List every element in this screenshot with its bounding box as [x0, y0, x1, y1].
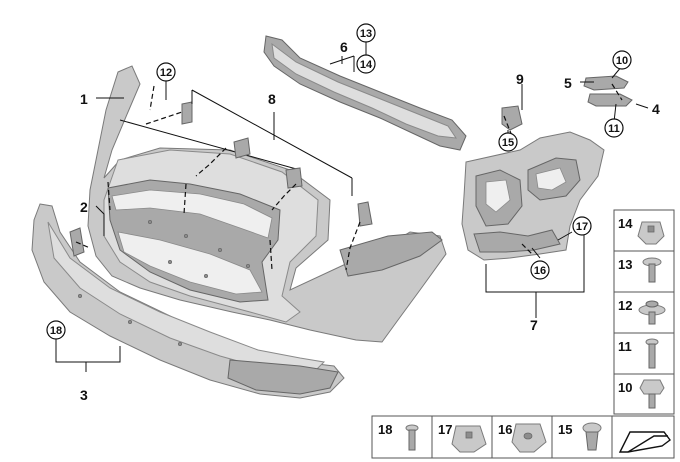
circled-callout-15: 15: [498, 132, 518, 152]
circled-callout-14: 14: [356, 54, 376, 74]
legend-18-label: 18: [378, 422, 392, 437]
dash-line: [145, 111, 183, 125]
leader-line: [485, 234, 585, 293]
leader-line: [329, 55, 355, 72]
dash-line: [195, 147, 227, 177]
svg-text:15: 15: [502, 137, 514, 149]
callout-3: 3: [80, 387, 88, 403]
svg-text:12: 12: [160, 67, 172, 79]
dash-line: [149, 85, 155, 111]
circled-callout-10: 10: [612, 50, 632, 70]
legend-16-label: 16: [498, 422, 512, 437]
hex-bolt-icon: [639, 379, 665, 409]
svg-text:17: 17: [576, 221, 588, 233]
small-bracket-4: [587, 93, 633, 107]
screw-icon: [642, 257, 662, 283]
rivet-icon: [405, 424, 419, 451]
legend-14-label: 14: [618, 216, 633, 231]
u-nut-icon: [511, 423, 547, 453]
dash-line: [75, 241, 91, 249]
legend-11-label: 11: [618, 339, 632, 354]
svg-text:10: 10: [616, 55, 628, 67]
callout-7: 7: [530, 317, 538, 333]
callout-6: 6: [340, 39, 348, 55]
dash-line: [345, 221, 361, 271]
legend-12-label: 12: [618, 298, 632, 313]
leader-line: [531, 247, 541, 259]
washer-screw-icon: [638, 300, 666, 325]
small-bracket-5: [583, 75, 629, 91]
fastener-legend-right: 14 13 12 11 10: [613, 209, 675, 415]
circled-callout-17: 17: [572, 216, 592, 236]
svg-text:14: 14: [360, 59, 373, 71]
circled-callout-11: 11: [604, 118, 624, 138]
leader-line: [635, 103, 649, 109]
dash-line: [183, 183, 187, 215]
leader-line: [95, 205, 105, 236]
side-bracket: [461, 131, 605, 261]
dash-line: [107, 181, 111, 211]
push-rivet-icon: [582, 422, 602, 451]
callout-8: 8: [268, 91, 276, 107]
legend-17-label: 17: [438, 422, 452, 437]
bolt-icon: [645, 338, 659, 369]
svg-text:11: 11: [608, 123, 620, 135]
legend-15-label: 15: [558, 422, 572, 437]
callout-1: 1: [80, 91, 88, 107]
dash-line: [503, 115, 513, 137]
svg-text:13: 13: [360, 28, 372, 40]
dash-line: [611, 83, 623, 101]
callout-9: 9: [516, 71, 524, 87]
arrow-symbol-icon: [618, 431, 671, 453]
circled-callout-16: 16: [530, 260, 550, 280]
circled-callout-13: 13: [356, 23, 376, 43]
legend-13-label: 13: [618, 257, 632, 272]
leader-line: [191, 89, 353, 196]
clip-nut-icon: [451, 425, 487, 453]
svg-text:16: 16: [534, 265, 546, 277]
callout-2: 2: [80, 199, 88, 215]
leader-line: [55, 338, 121, 363]
mounting-brackets: [181, 101, 373, 227]
callout-5: 5: [564, 75, 572, 91]
dash-line: [271, 183, 297, 211]
circled-callout-12: 12: [156, 62, 176, 82]
spring-nut-icon: [637, 221, 665, 245]
fastener-legend-bottom: 18 17 16 15: [371, 415, 675, 459]
legend-10-label: 10: [618, 380, 632, 395]
callout-4: 4: [652, 101, 660, 117]
leader-line: [557, 231, 573, 241]
bumper-carrier-bar: [263, 35, 467, 151]
circled-callout-18: 18: [46, 320, 66, 340]
dash-line: [269, 239, 273, 271]
bumper-cover: [87, 65, 447, 343]
svg-text:18: 18: [50, 325, 62, 337]
bumper-lower-trim: [31, 203, 345, 399]
dash-line: [521, 243, 533, 255]
